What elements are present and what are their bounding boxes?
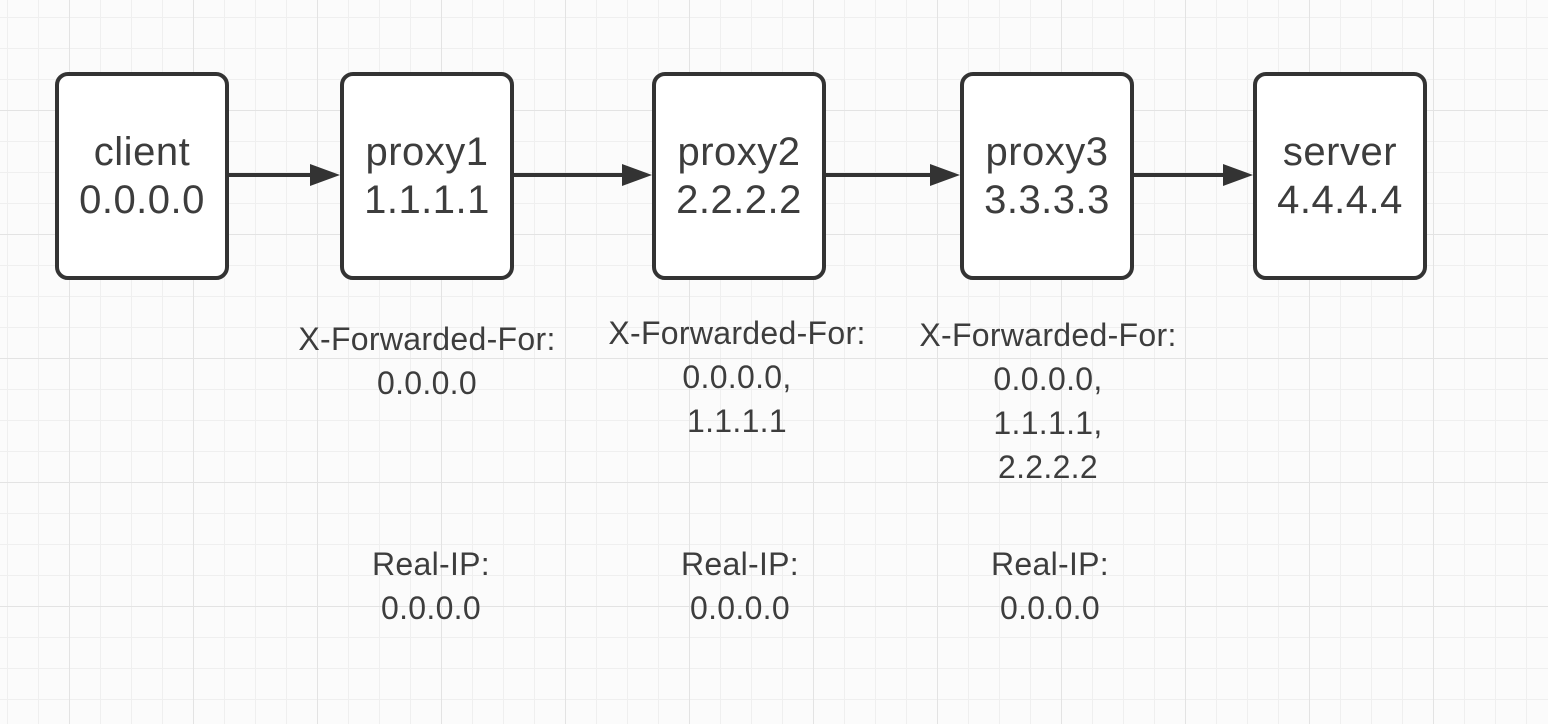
node-server: server 4.4.4.4 — [1253, 72, 1427, 280]
arrow-proxy1-to-proxy2 — [514, 164, 652, 186]
node-client: client 0.0.0.0 — [55, 72, 229, 280]
annotation-line: X-Forwarded-For: — [608, 315, 866, 351]
node-label: proxy2 — [677, 130, 801, 174]
xff-annotation-proxy3: X-Forwarded-For: 0.0.0.0, 1.1.1.1, 2.2.2… — [919, 313, 1176, 489]
annotation-line: 0.0.0.0 — [690, 590, 790, 626]
annotation-line: 0.0.0.0, — [993, 361, 1103, 397]
node-label: proxy1 — [365, 130, 489, 174]
xff-annotation-proxy1: X-Forwarded-For: 0.0.0.0 — [298, 317, 555, 405]
annotation-line: 0.0.0.0, — [682, 359, 792, 395]
node-ip: 1.1.1.1 — [364, 178, 490, 222]
annotation-line: Real-IP: — [681, 546, 799, 582]
node-ip: 4.4.4.4 — [1277, 178, 1403, 222]
node-ip: 2.2.2.2 — [676, 178, 802, 222]
real-ip-annotation-proxy2: Real-IP: 0.0.0.0 — [681, 542, 799, 630]
real-ip-annotation-proxy1: Real-IP: 0.0.0.0 — [372, 542, 490, 630]
annotation-line: 0.0.0.0 — [381, 590, 481, 626]
node-label: server — [1282, 130, 1398, 174]
arrow-client-to-proxy1 — [229, 164, 340, 186]
annotation-line: Real-IP: — [991, 546, 1109, 582]
node-ip: 3.3.3.3 — [984, 178, 1110, 222]
node-label: client — [93, 130, 191, 174]
annotation-line: 1.1.1.1, — [993, 405, 1103, 441]
annotation-line: X-Forwarded-For: — [298, 321, 556, 357]
node-proxy3: proxy3 3.3.3.3 — [960, 72, 1134, 280]
annotation-line: 1.1.1.1 — [687, 403, 787, 439]
annotation-line: X-Forwarded-For: — [919, 317, 1177, 353]
node-proxy2: proxy2 2.2.2.2 — [652, 72, 826, 280]
node-proxy1: proxy1 1.1.1.1 — [340, 72, 514, 280]
annotation-line: 2.2.2.2 — [998, 449, 1098, 485]
annotation-line: 0.0.0.0 — [377, 365, 477, 401]
arrow-proxy2-to-proxy3 — [826, 164, 960, 186]
node-label: proxy3 — [985, 130, 1109, 174]
xff-annotation-proxy2: X-Forwarded-For: 0.0.0.0, 1.1.1.1 — [608, 311, 865, 443]
annotation-line: 0.0.0.0 — [1000, 590, 1100, 626]
annotation-line: Real-IP: — [372, 546, 490, 582]
arrow-proxy3-to-server — [1134, 164, 1253, 186]
node-ip: 0.0.0.0 — [79, 178, 205, 222]
real-ip-annotation-proxy3: Real-IP: 0.0.0.0 — [991, 542, 1109, 630]
